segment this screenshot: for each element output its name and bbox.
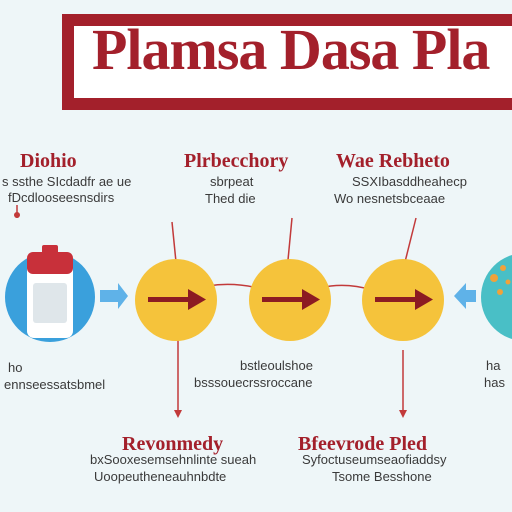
title-banner-inner [74, 26, 512, 98]
connector-line [287, 217, 293, 261]
process-caption-line-2: bsssouecrssroccane [194, 375, 313, 390]
outcome-1-heading: Revonmedy [122, 433, 224, 455]
outcome-2-heading: Bfeevrode Pled [298, 433, 428, 455]
process-node-3 [362, 259, 444, 341]
outcome-1-text-line-1: bxSooxesemsehnlinte sueah [90, 452, 257, 467]
process-caption-line-1: bstleoulshoe [240, 358, 313, 373]
connector-line [207, 283, 259, 289]
connector-line [404, 217, 417, 263]
step-3-heading: Wae Rebheto [336, 150, 450, 172]
plasma-caption-line-1: ha [486, 358, 501, 373]
blood-bag-caption-line-2: ennseessatsbmel [4, 377, 106, 392]
connector-line [171, 221, 177, 263]
step-2-text-line-2: Thed die [205, 191, 256, 206]
blood-bag-node [5, 245, 95, 342]
process-node-1 [135, 259, 217, 341]
flow-arrow [100, 283, 128, 309]
step-3-text-line-2: Wo nesnetsbceaae [334, 191, 446, 206]
outcome-1-text-line-2: Uoopeutheneauhnbdte [94, 469, 227, 484]
step-1-text-line-2: fDcdlooseesnsdirs [8, 190, 115, 205]
arrow-right-icon [262, 289, 320, 310]
connector-arrowhead [174, 410, 182, 418]
outcome-2-text-line-2: Tsome Besshone [332, 469, 432, 484]
title-banner [62, 14, 512, 110]
step-1-heading: Diohio [20, 150, 77, 172]
plasma-caption-line-2: has [484, 375, 505, 390]
outcome-2-text-line-1: Syfoctuseumseaofiaddsy [302, 452, 447, 467]
arrow-right-icon [375, 289, 433, 310]
step-3-text-line-1: SSXIbasddheahecp [352, 174, 467, 189]
arrow-right-icon [148, 289, 206, 310]
banner-title: Plamsa Dasa Pla [92, 17, 490, 82]
blood-bag-icon [27, 245, 73, 338]
step-2-text-line-1: sbrpeat [210, 174, 254, 189]
connector-arrowhead [399, 410, 407, 418]
blood-bag-caption-line-1: ho [8, 360, 23, 375]
plasma-cell-icon [490, 265, 511, 295]
plasma-node [481, 254, 512, 340]
step-1-text-line-1: s ssthe SIcdadfr ae ue [2, 174, 132, 189]
flow-arrow [454, 283, 476, 309]
process-node-2 [249, 259, 331, 341]
step-2-heading: Plrbecchory [184, 150, 289, 172]
